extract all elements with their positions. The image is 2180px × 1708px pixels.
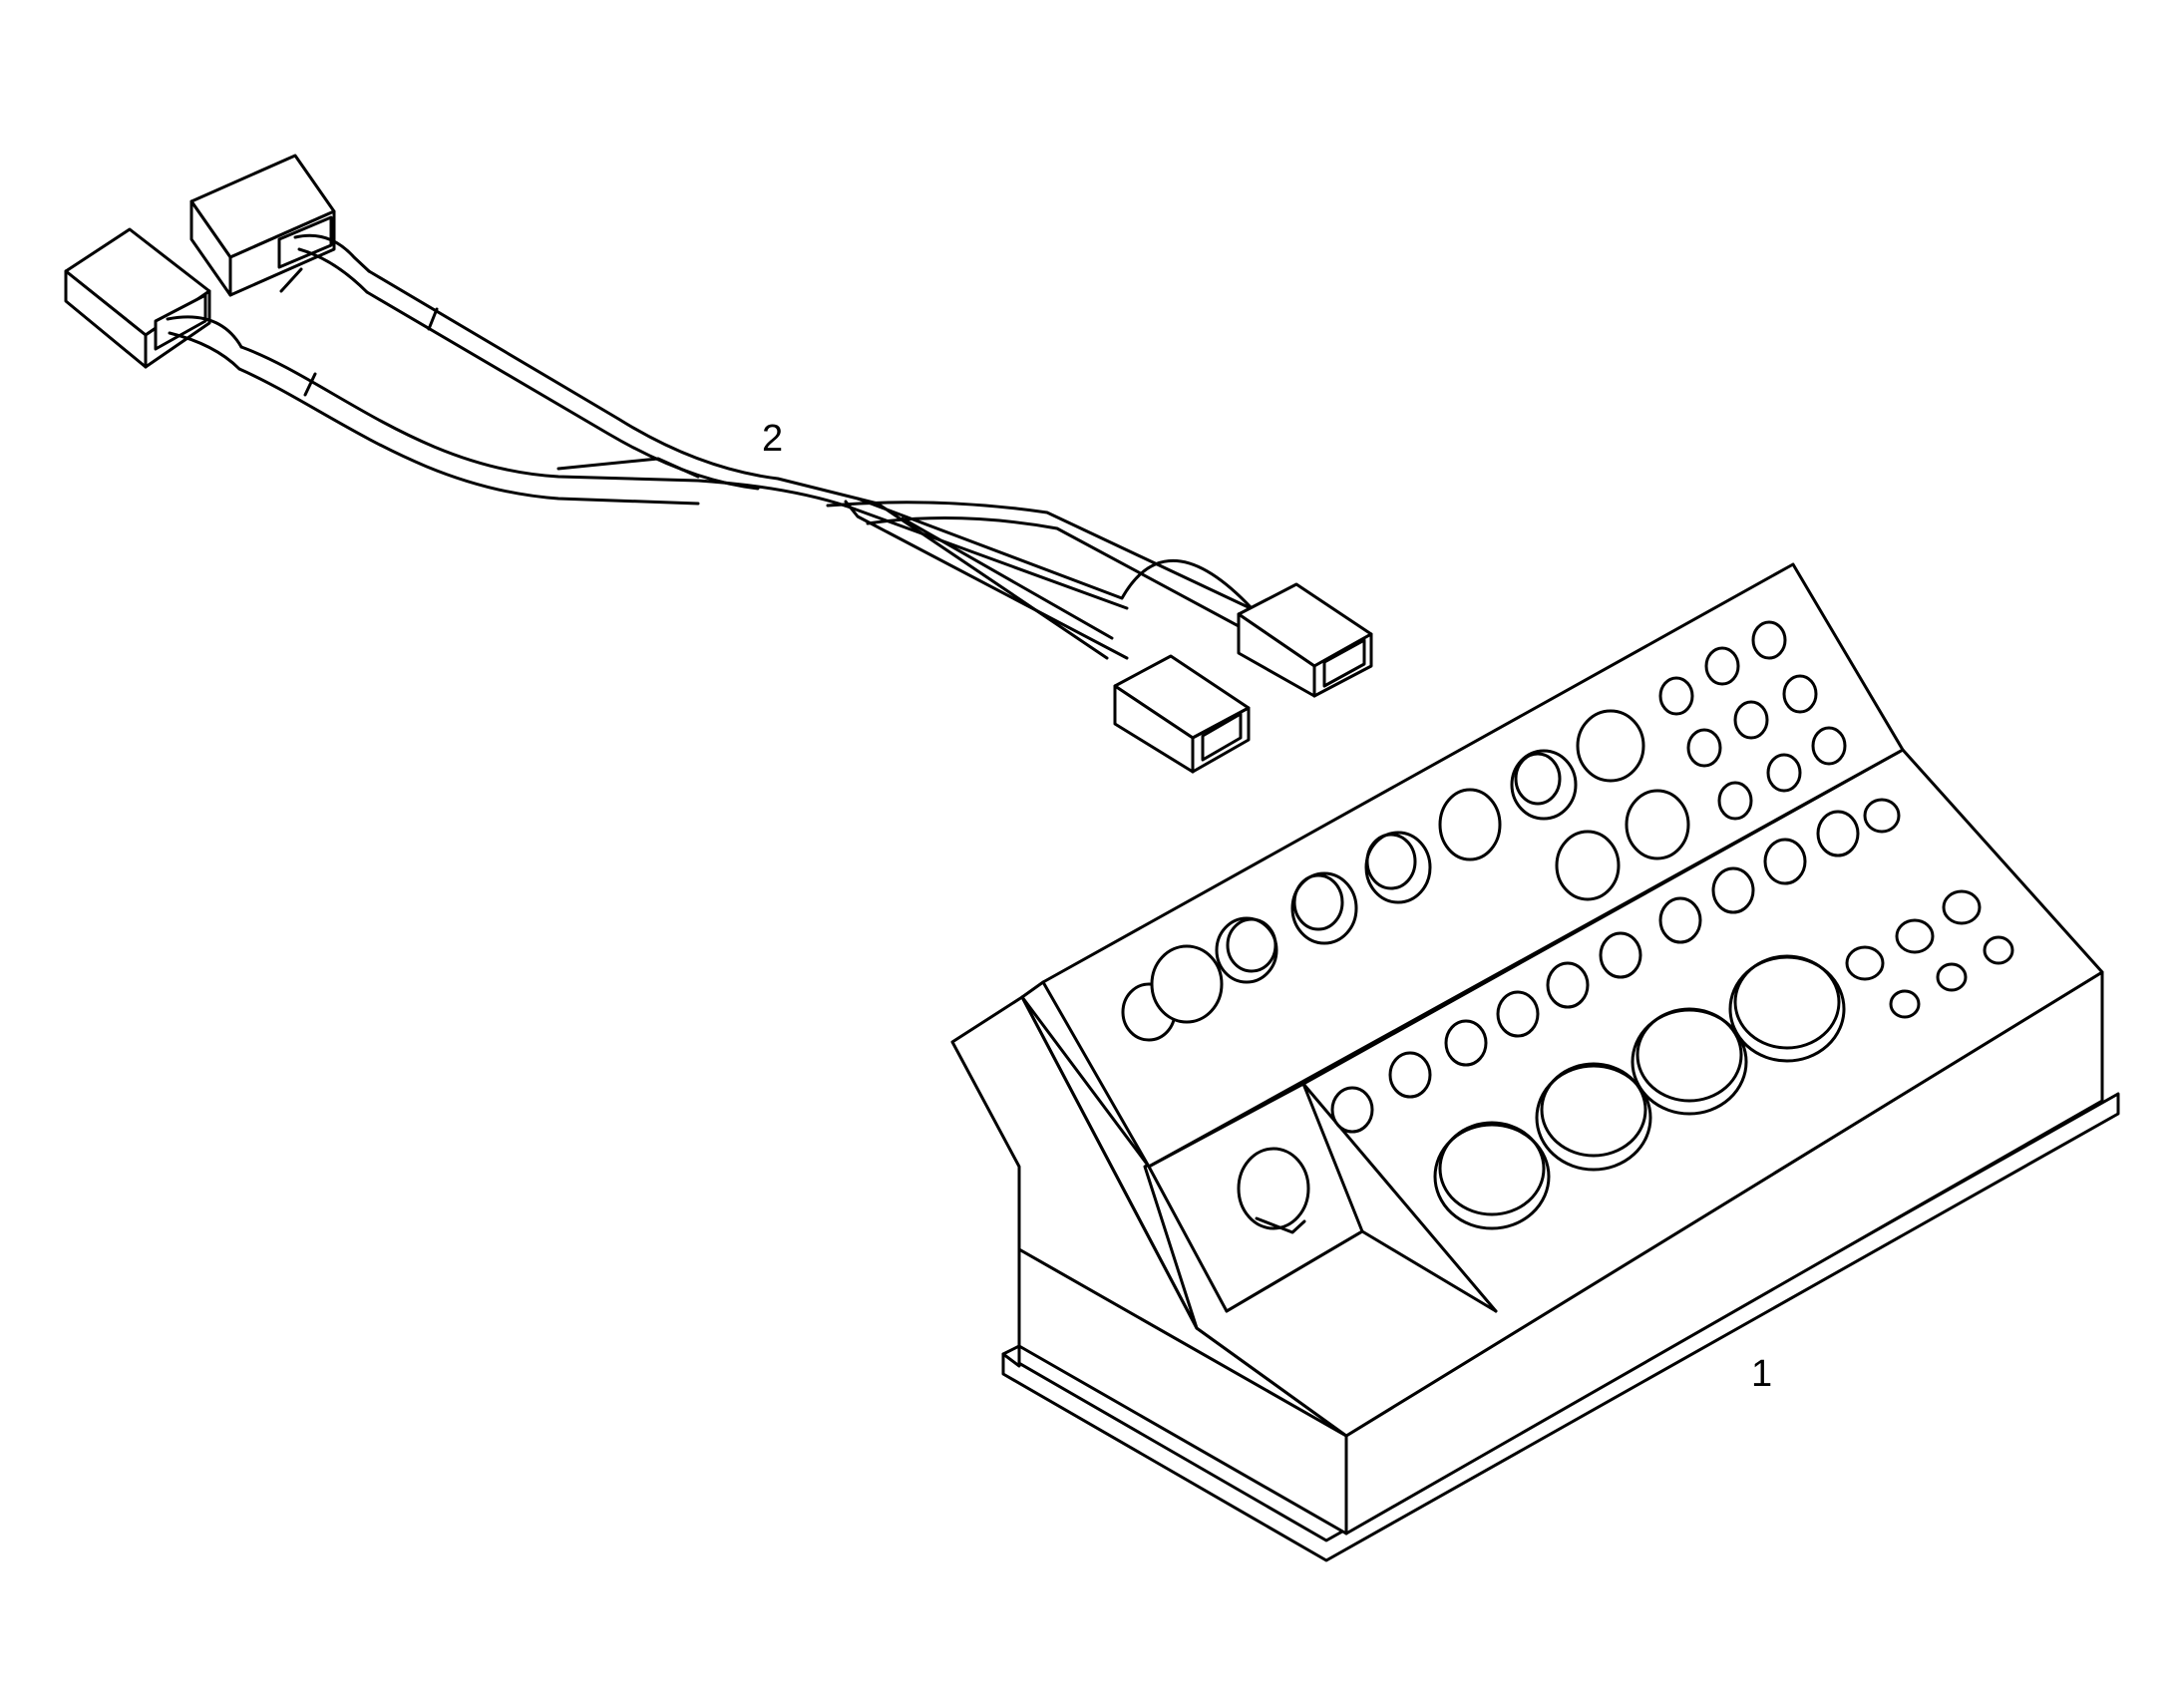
control-panel-block-icon — [950, 562, 2120, 1562]
callout-label-1: 1 — [1751, 1353, 1772, 1395]
indicator-light-icon — [1845, 889, 2014, 1019]
connector-icon — [1237, 582, 1373, 698]
switch-icon — [1330, 798, 1901, 1134]
callout-label-2: 2 — [762, 418, 783, 460]
connector-icon — [64, 227, 243, 371]
connector-icon — [1113, 654, 1251, 774]
wiring-harness-icon — [64, 154, 1373, 774]
connector-icon — [189, 154, 371, 297]
indicator-light-icon — [1658, 620, 1847, 821]
large-gauge-icon — [1433, 954, 1846, 1230]
gauge-icon — [1121, 709, 1690, 1042]
